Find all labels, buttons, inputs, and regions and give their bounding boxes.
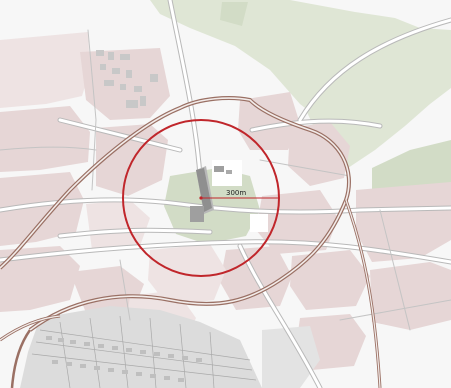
railway-loop xyxy=(0,96,382,388)
built-up-area-top-left xyxy=(96,50,158,108)
center-point xyxy=(199,196,203,200)
main-building xyxy=(196,168,212,212)
residential-area xyxy=(20,306,320,388)
radius-label: 300m xyxy=(226,189,246,197)
facility-site xyxy=(190,160,268,232)
radius-ring xyxy=(122,119,280,277)
